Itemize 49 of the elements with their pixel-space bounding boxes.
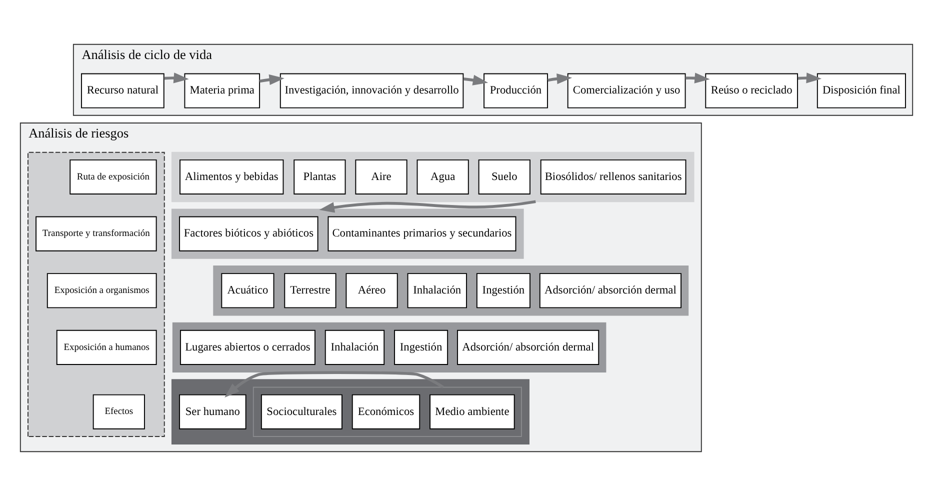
node-box: Ingestión <box>394 330 448 365</box>
cluster <box>252 386 522 437</box>
arrow <box>463 74 488 86</box>
node-box: Exposición a organismos <box>46 273 157 308</box>
node-box: Reúso o reciclado <box>705 73 798 108</box>
node-box: Producción <box>484 73 548 108</box>
cluster <box>213 266 689 316</box>
node-box: Contaminantes primarios y secundarios <box>328 216 516 252</box>
arrow <box>685 72 710 84</box>
arrow <box>798 72 822 84</box>
node-box: Terrestre <box>284 273 336 308</box>
cluster <box>171 152 694 202</box>
node-box: Inhalación <box>324 330 385 365</box>
node-box: Efectos <box>92 394 145 430</box>
node-box: Comercialización y uso <box>567 73 686 108</box>
node-box: Plantas <box>294 159 346 194</box>
node-box: Exposición a humanos <box>56 330 157 365</box>
cluster <box>171 208 524 259</box>
arrow <box>548 73 572 84</box>
arrow <box>164 72 189 84</box>
node-box: Adsorción/ absorción dermal <box>539 273 682 308</box>
node-box: Medio ambiente <box>430 394 515 430</box>
cluster <box>171 379 530 445</box>
node-box: Ser humano <box>179 394 246 430</box>
node-box: Socioculturales <box>260 394 342 430</box>
node-box: Lugares abiertos o cerrados <box>180 330 316 365</box>
arrow <box>259 74 284 85</box>
node-box: Transporte y transformación <box>36 216 157 252</box>
node-box: Disposición final <box>816 73 906 108</box>
node-box: Aéreo <box>346 273 398 308</box>
node-box: Aire <box>355 159 408 194</box>
arrow <box>319 200 536 213</box>
arrow <box>224 371 444 398</box>
node-box: Factores bióticos y abióticos <box>179 216 318 252</box>
node-box: Adsorción/ absorción dermal <box>457 330 600 365</box>
node-box: Ruta de exposición <box>70 159 157 194</box>
node-box: Inhalación <box>407 273 467 308</box>
node-box: Biosólidos/ rellenos sanitarios <box>540 159 686 194</box>
node-box: Investigación, innovación y desarrollo <box>280 73 464 108</box>
node-box: Económicos <box>352 394 420 430</box>
cluster <box>28 152 165 437</box>
node-box: Materia prima <box>184 73 260 108</box>
node-box: Alimentos y bebidas <box>180 159 284 194</box>
node-box: Ingestión <box>476 273 530 308</box>
node-box: Agua <box>416 159 469 194</box>
node-box: Acuático <box>221 273 274 308</box>
cluster <box>172 322 606 373</box>
node-box: Suelo <box>478 159 530 194</box>
node-box: Recurso natural <box>81 73 164 108</box>
